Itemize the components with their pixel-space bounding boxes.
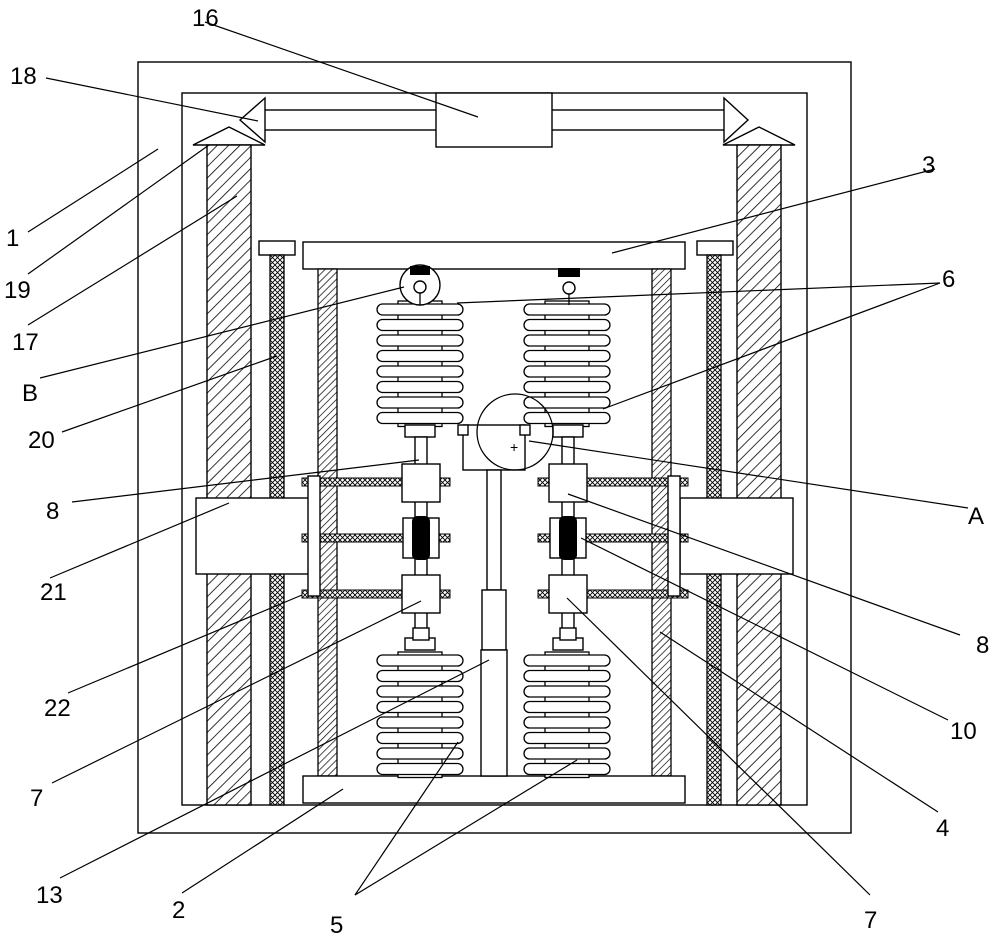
right-shaft-assembly xyxy=(548,436,588,641)
spring-coil xyxy=(523,669,611,683)
right-upper-spring-base xyxy=(552,424,584,438)
right-fitting xyxy=(558,268,580,305)
label-22: 22 xyxy=(44,695,71,722)
center-column xyxy=(457,424,531,777)
left-upper-spring-base xyxy=(404,424,436,438)
pulley-b xyxy=(399,264,441,306)
right-arrowhead xyxy=(723,96,750,144)
spring-coil xyxy=(376,747,464,760)
label-13: 13 xyxy=(36,882,63,909)
left-column xyxy=(206,144,252,806)
part-labels: 16 18 1 19 17 B 20 8 21 22 7 13 2 5 3 6 … xyxy=(4,5,989,939)
spring-coil xyxy=(523,716,611,729)
label-a: A xyxy=(968,503,984,530)
label-1: 1 xyxy=(6,225,19,252)
spring-coil xyxy=(523,654,611,667)
left-upright xyxy=(317,268,338,777)
leader-lines xyxy=(27,21,969,896)
spring-coil xyxy=(523,762,611,776)
spring-coil xyxy=(376,669,464,683)
label-21: 21 xyxy=(40,579,67,606)
top-rail xyxy=(254,92,726,148)
spring-coil xyxy=(376,700,464,714)
spring-coil xyxy=(376,411,464,425)
spring-coil xyxy=(376,731,464,745)
rod-mount-blocks xyxy=(307,475,681,597)
label-7-left: 7 xyxy=(30,785,43,812)
spring-coil xyxy=(376,716,464,729)
label-b: B xyxy=(22,380,38,407)
spring-coil xyxy=(523,334,611,347)
right-upper-spring xyxy=(523,300,611,428)
label-6: 6 xyxy=(942,266,955,293)
spring-coil xyxy=(523,731,611,745)
spring-coil xyxy=(523,747,611,760)
spring-coil xyxy=(523,303,611,316)
label-8-left: 8 xyxy=(46,498,59,525)
detail-circle-mark: + xyxy=(510,439,518,455)
spring-coil xyxy=(376,762,464,776)
label-19: 19 xyxy=(4,277,31,304)
label-8-right: 8 xyxy=(976,632,989,659)
label-5: 5 xyxy=(330,912,343,939)
label-16: 16 xyxy=(192,5,219,32)
left-shaft-assembly xyxy=(401,436,441,641)
right-side-block xyxy=(679,497,794,575)
label-18: 18 xyxy=(10,63,37,90)
label-20: 20 xyxy=(28,427,55,454)
right-lower-spring xyxy=(523,651,611,779)
label-2: 2 xyxy=(172,897,185,924)
spring-coil xyxy=(523,318,611,332)
spring-coil xyxy=(523,700,611,714)
spring-coil xyxy=(523,380,611,394)
bottom-plate xyxy=(302,775,686,804)
spring-coil xyxy=(523,411,611,425)
spring-coil xyxy=(376,654,464,667)
spring-coil xyxy=(376,685,464,698)
spring-coil xyxy=(376,334,464,347)
spring-coil xyxy=(523,349,611,363)
right-column xyxy=(736,144,782,806)
left-upper-spring xyxy=(376,300,464,428)
label-10: 10 xyxy=(950,718,977,745)
spring-coil xyxy=(376,365,464,378)
label-17: 17 xyxy=(12,329,39,356)
spring-coil xyxy=(523,685,611,698)
detail-circle-a xyxy=(476,393,554,471)
label-7-right: 7 xyxy=(864,907,877,934)
left-rod-cap xyxy=(258,240,296,256)
top-plate xyxy=(302,241,686,270)
spring-coil xyxy=(376,380,464,394)
spring-coil xyxy=(376,318,464,332)
spring-coil xyxy=(523,365,611,378)
label-3: 3 xyxy=(922,152,935,179)
right-rod-cap xyxy=(696,240,734,256)
threaded-rods xyxy=(301,477,689,599)
spring-coil xyxy=(523,396,611,409)
label-4: 4 xyxy=(936,815,949,842)
spring-coil xyxy=(376,396,464,409)
spring-coil xyxy=(376,349,464,363)
left-lower-spring xyxy=(376,651,464,779)
